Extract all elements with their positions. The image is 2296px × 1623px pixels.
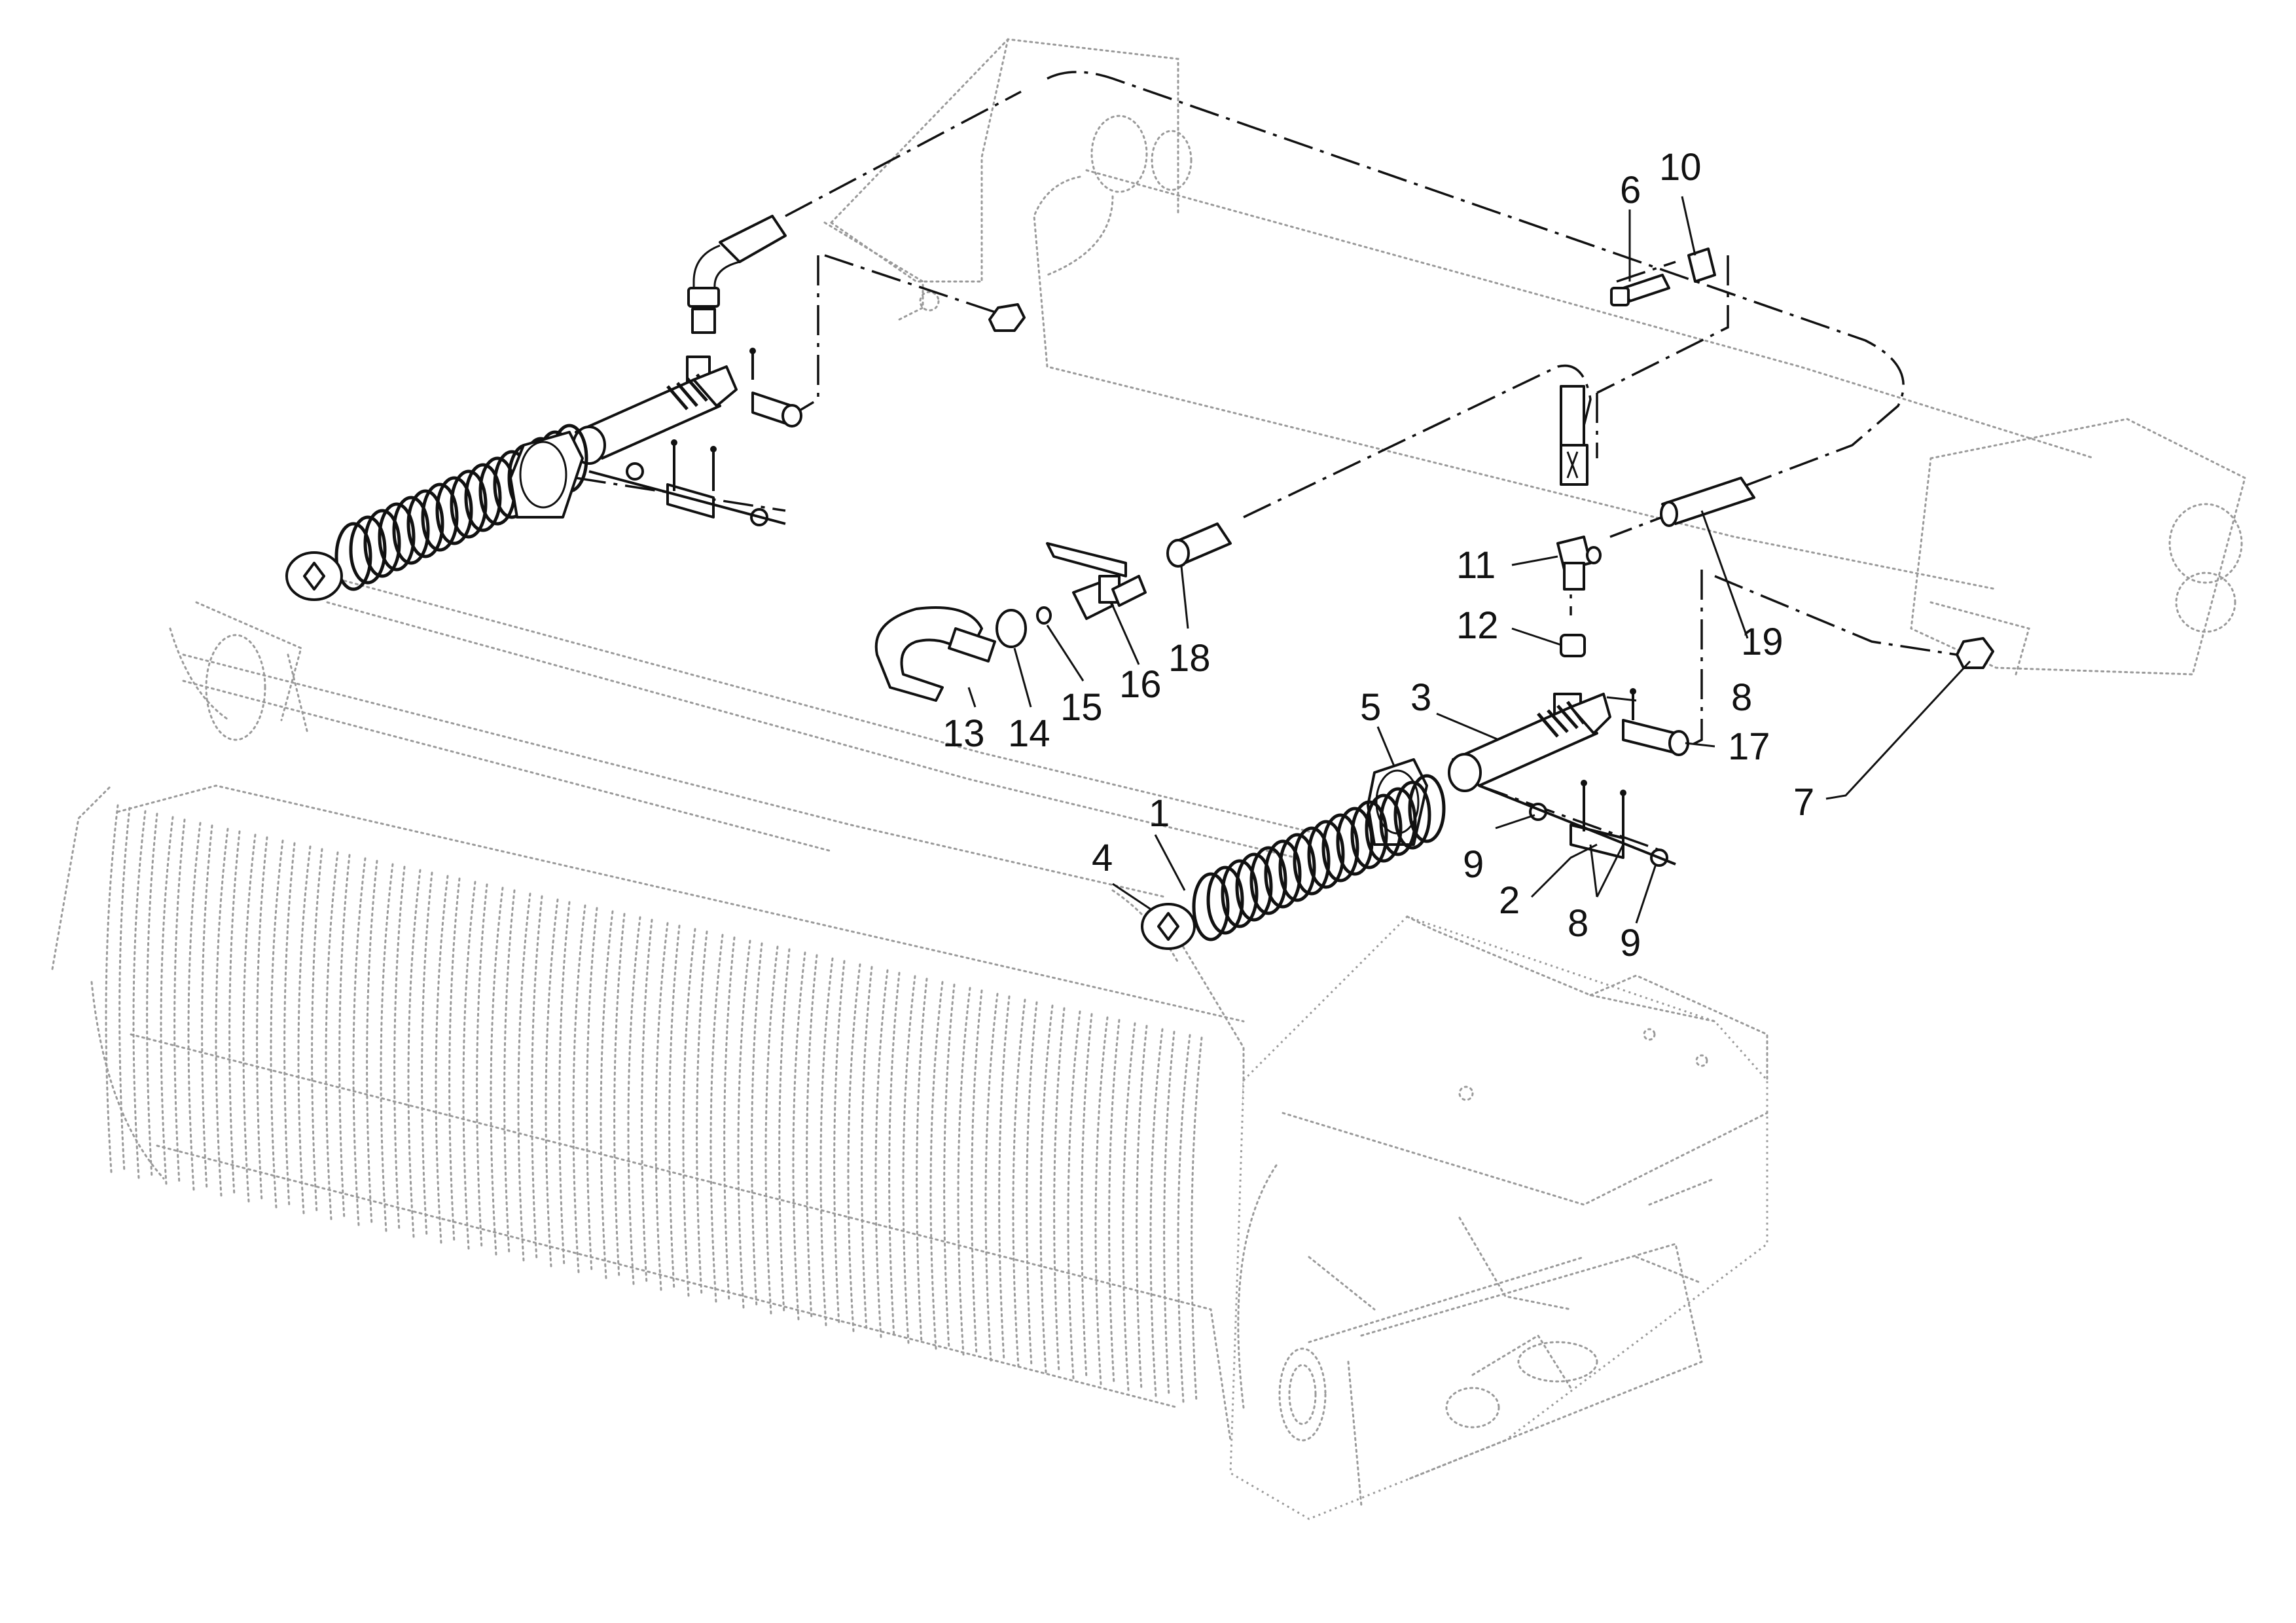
callout-5: 5 (1360, 686, 1381, 729)
callout-9-right: 9 (1620, 922, 1641, 964)
callout-18: 18 (1168, 637, 1211, 680)
drive-housing-ghost (1229, 915, 1768, 1520)
callout-4: 4 (1092, 837, 1113, 879)
callout-labels: 1 2 3 4 5 6 7 8 8 9 9 10 11 12 13 14 15 … (942, 146, 1814, 964)
leader-lines (967, 196, 1971, 924)
callout-10: 10 (1659, 146, 1702, 189)
callout-16: 16 (1119, 663, 1162, 706)
callout-3: 3 (1410, 676, 1431, 719)
callout-14: 14 (1008, 712, 1050, 755)
callout-12: 12 (1456, 604, 1499, 647)
callout-2: 2 (1499, 879, 1520, 922)
callout-9-left: 9 (1463, 843, 1484, 886)
callout-15: 15 (1060, 686, 1103, 729)
callout-19: 19 (1741, 621, 1784, 663)
center-valve-assembly (874, 522, 1232, 702)
callout-13: 13 (942, 712, 985, 755)
callout-6: 6 (1620, 169, 1641, 211)
machine-frame-ghost (51, 38, 2246, 1442)
left-spring-cylinder-assembly (285, 215, 802, 601)
right-spring-cylinder-assembly (988, 247, 1994, 950)
callout-17: 17 (1728, 725, 1770, 768)
callout-1: 1 (1149, 792, 1170, 835)
callout-8-upper: 8 (1731, 676, 1752, 719)
callout-11: 11 (1456, 544, 1496, 587)
pickup-reel-tines-ghost (105, 804, 1203, 1403)
callout-8-lower: 8 (1568, 902, 1588, 945)
callout-7: 7 (1793, 781, 1814, 824)
